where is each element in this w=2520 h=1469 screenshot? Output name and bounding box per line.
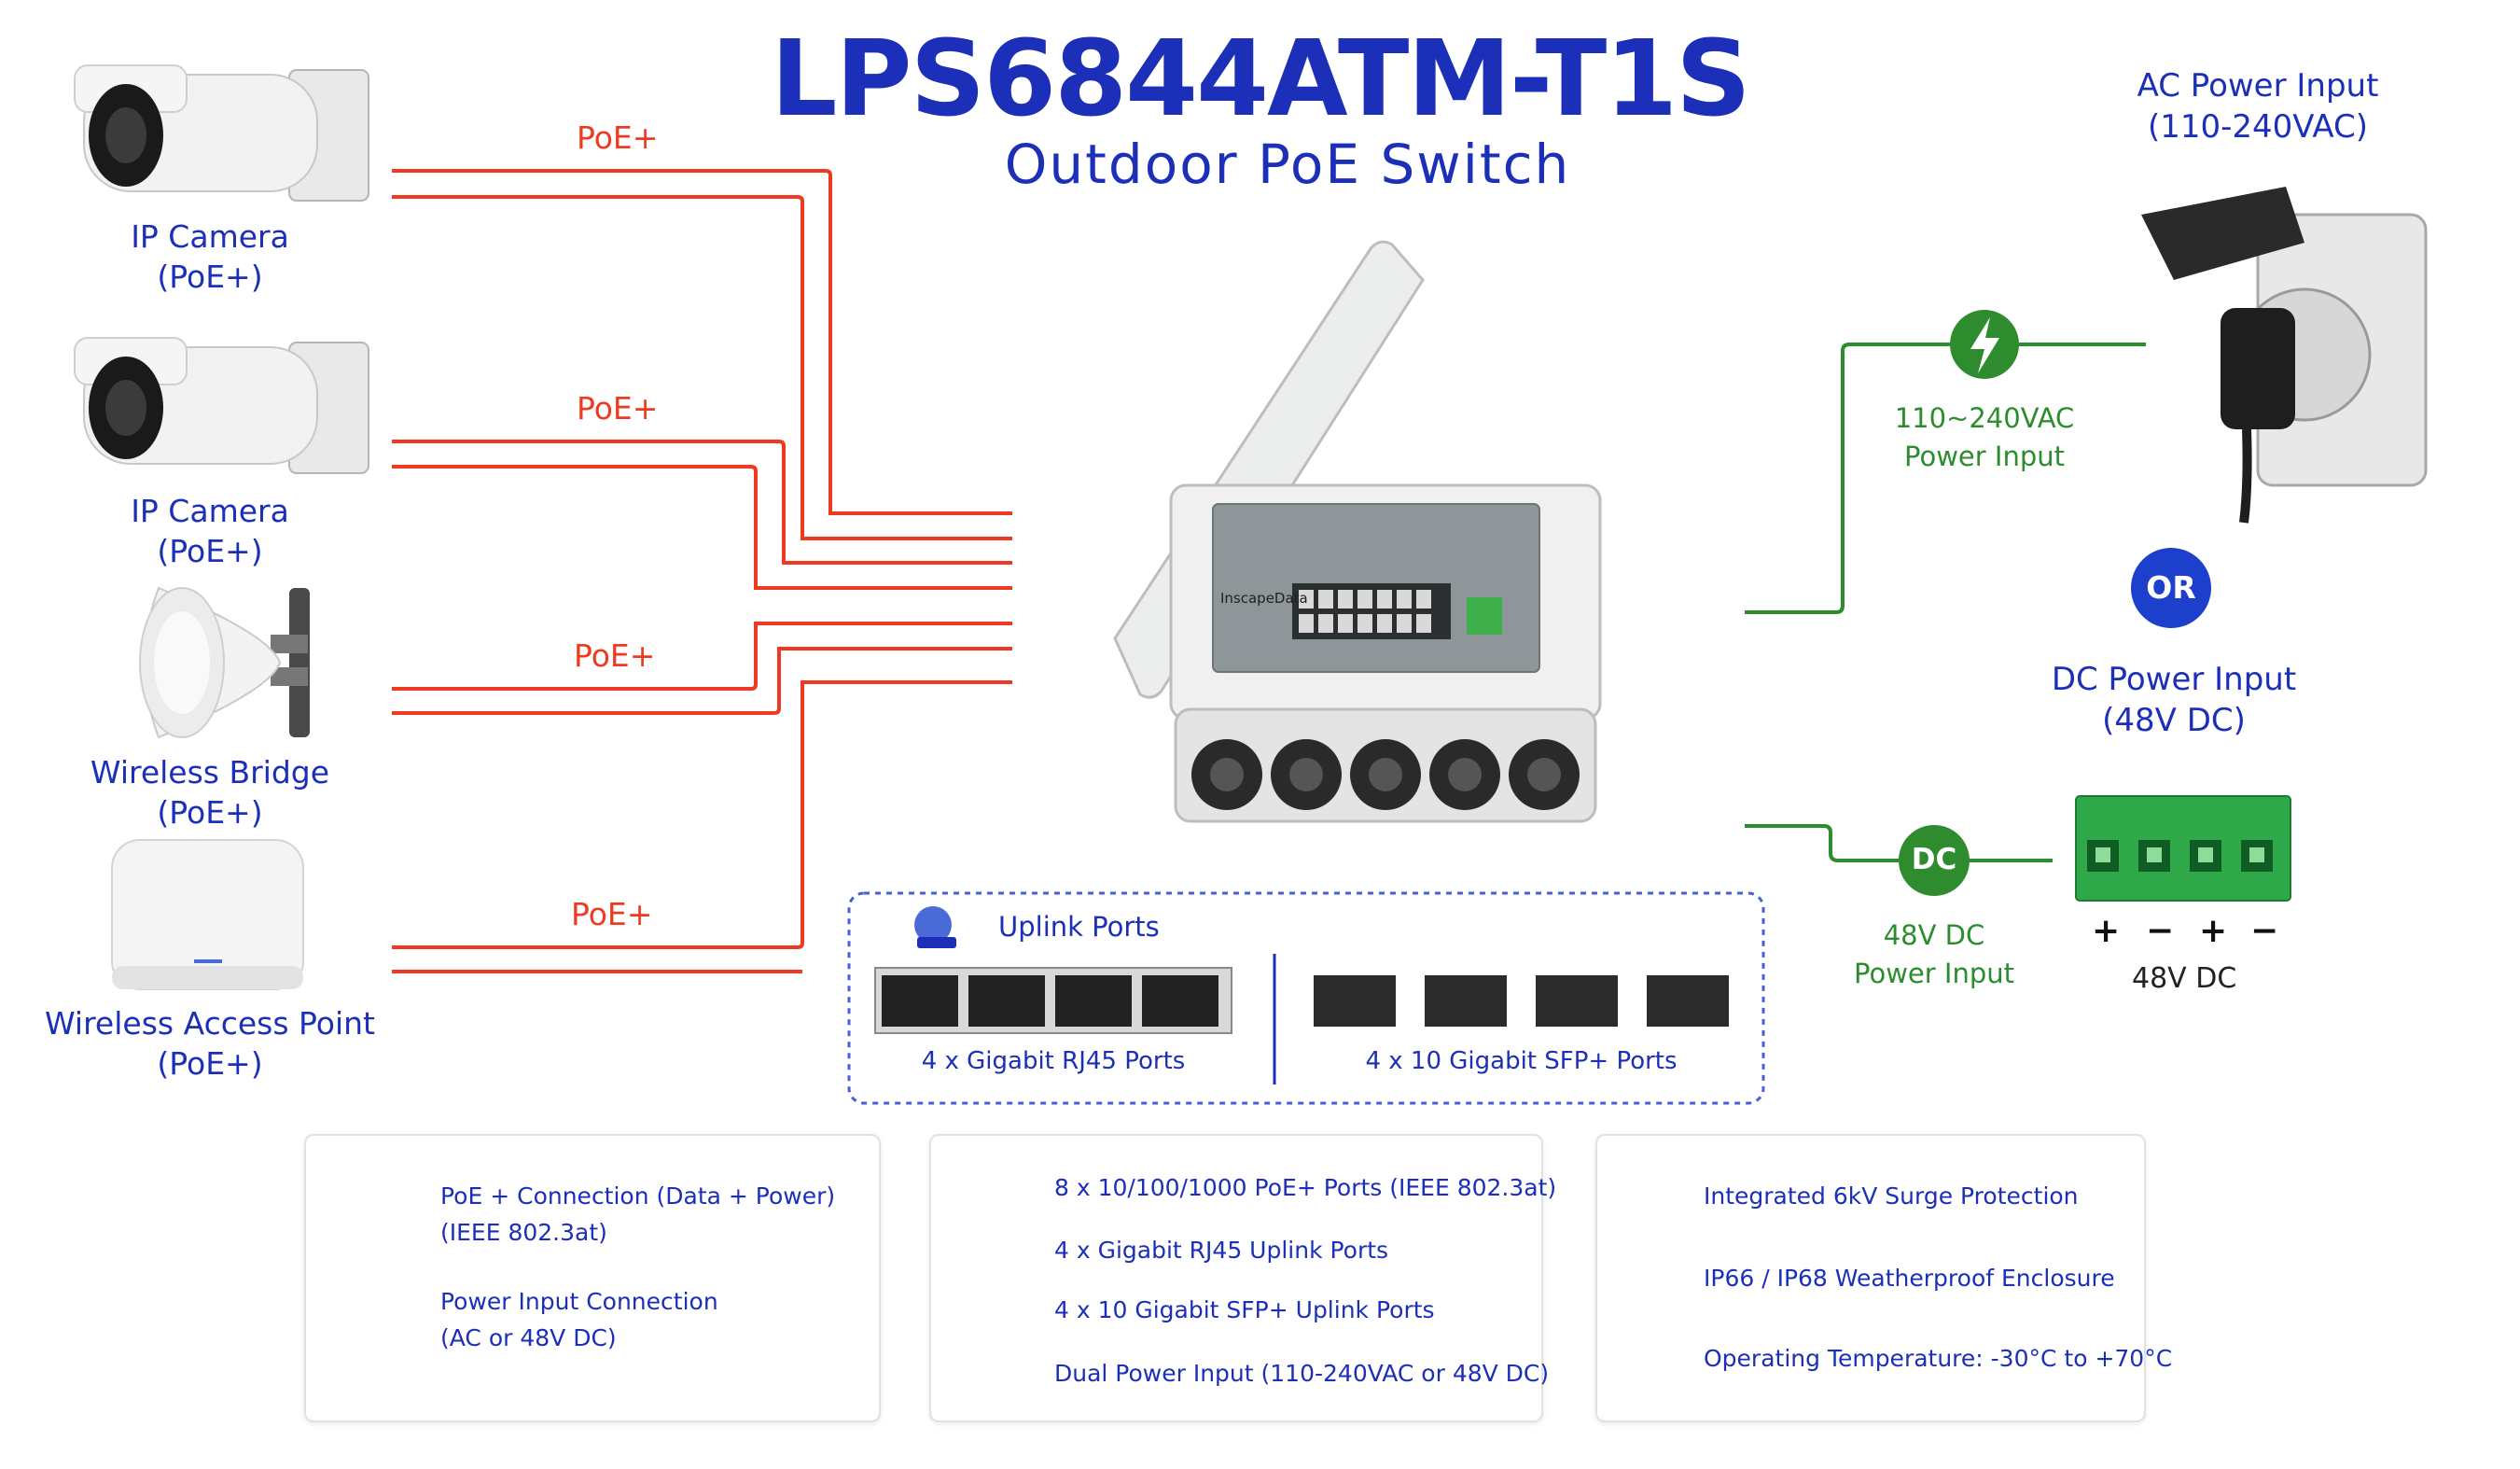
- rj45-ports-image: [874, 967, 1232, 1034]
- dc-power-label: 48V DC Power Input: [1822, 916, 2046, 993]
- ac-title-line2: (110-240VAC): [2147, 108, 2369, 146]
- poe-line: [392, 169, 1012, 515]
- polarity-mark: −: [2250, 912, 2279, 950]
- sfp-label: 4 x 10 Gigabit SFP+ Ports: [1365, 1047, 1678, 1075]
- terminal-block-image: [2075, 795, 2291, 902]
- switch-enclosure-image: [1113, 240, 1602, 823]
- device-sub: (PoE+): [157, 533, 263, 569]
- or-text: OR: [2146, 569, 2196, 606]
- ac-title-line1: AC Power Input: [2137, 67, 2379, 105]
- legend-box: [304, 1134, 881, 1422]
- dc-label-line2: Power Input: [1854, 958, 2014, 989]
- feature-item: 8 x 10/100/1000 PoE+ Ports (IEEE 802.3at…: [1054, 1174, 1557, 1201]
- access-point-icon: [111, 839, 304, 990]
- polarity-mark: +: [2199, 912, 2228, 950]
- protection-item: Operating Temperature: -30°C to +70°C: [1704, 1345, 2173, 1372]
- legend-power-line2: (AC or 48V DC): [440, 1324, 617, 1351]
- ac-power-line: [1745, 343, 2146, 614]
- terminal-label: 48V DC: [2132, 962, 2237, 995]
- device-sub: (PoE+): [157, 794, 263, 831]
- device-label: IP Camera (PoE+): [112, 491, 308, 571]
- feature-item: 4 x 10 Gigabit SFP+ Uplink Ports: [1054, 1296, 1435, 1323]
- dc-label-line1: 48V DC: [1883, 919, 1985, 951]
- features-box: [929, 1134, 1543, 1422]
- device-sub: (PoE+): [157, 259, 263, 295]
- dc-title-line1: DC Power Input: [2051, 661, 2297, 698]
- device-name: IP Camera: [131, 493, 289, 529]
- poe-link-label: PoE+: [571, 896, 653, 932]
- page-title: LPS6844ATM-T1S: [771, 19, 1751, 140]
- dc-power-title: DC Power Input (48V DC): [2025, 659, 2323, 741]
- globe-icon: [914, 906, 956, 948]
- poe-line: [392, 680, 1012, 949]
- page-subtitle: Outdoor PoE Switch: [1004, 133, 1571, 196]
- dc-power-line: [1745, 824, 2053, 862]
- lightning-icon: [1970, 317, 1999, 373]
- camera-icon: [74, 64, 369, 202]
- poe-link-label: PoE+: [577, 390, 659, 427]
- legend-power-text: Power Input Connection (AC or 48V DC): [440, 1283, 718, 1356]
- camera-icon: [74, 337, 369, 474]
- device-name: Wireless Access Point: [45, 1005, 375, 1042]
- feature-item: 4 x Gigabit RJ45 Uplink Ports: [1054, 1237, 1389, 1264]
- dc-badge-text: DC: [1911, 843, 1957, 876]
- uplink-title: Uplink Ports: [998, 911, 1160, 943]
- ac-label-line1: 110~240VAC: [1894, 402, 2075, 434]
- device-name: IP Camera: [131, 218, 289, 255]
- dc-title-line2: (48V DC): [2102, 702, 2246, 739]
- uplink-box: [847, 891, 1765, 1105]
- ac-power-title: AC Power Input (110-240VAC): [2081, 65, 2435, 147]
- device-label: IP Camera (PoE+): [112, 217, 308, 297]
- wireless-bridge-icon: [139, 586, 310, 739]
- device-name: Wireless Bridge: [90, 754, 330, 790]
- polarity-mark: +: [2092, 912, 2121, 950]
- protection-item: IP66 / IP68 Weatherproof Enclosure: [1704, 1265, 2115, 1292]
- ac-power-label: 110~240VAC Power Input: [1863, 399, 2106, 476]
- poe-line: [392, 195, 1012, 540]
- power-lines: [1745, 343, 2146, 862]
- device-label: Wireless Access Point (PoE+): [37, 1003, 383, 1084]
- poe-line: [392, 440, 1012, 565]
- polarity-mark: −: [2146, 912, 2175, 950]
- poe-link-label: PoE+: [577, 119, 659, 156]
- switch-brand: InscapeData: [1220, 590, 1308, 607]
- device-label: Wireless Bridge (PoE+): [75, 752, 345, 832]
- ac-outlet-image: [2141, 187, 2428, 524]
- legend-poe-line2: (IEEE 802.3at): [440, 1219, 607, 1246]
- legend-poe-line1: PoE + Connection (Data + Power): [440, 1182, 836, 1210]
- legend-power-line1: Power Input Connection: [440, 1288, 718, 1315]
- poe-link-label: PoE+: [574, 637, 656, 674]
- rj45-label: 4 x Gigabit RJ45 Ports: [921, 1047, 1186, 1075]
- dc-badge: [1899, 825, 1970, 896]
- poe-line: [392, 465, 1012, 590]
- legend-poe-text: PoE + Connection (Data + Power) (IEEE 80…: [440, 1178, 835, 1251]
- feature-item: Dual Power Input (110-240VAC or 48V DC): [1054, 1360, 1550, 1387]
- poe-lines: [392, 169, 1012, 973]
- protection-item: Integrated 6kV Surge Protection: [1704, 1182, 2079, 1210]
- poe-line: [392, 622, 1012, 691]
- protection-box: [1595, 1134, 2146, 1422]
- device-sub: (PoE+): [157, 1045, 263, 1082]
- poe-line: [392, 647, 1012, 715]
- sfp-ports-image: [1314, 975, 1729, 1027]
- ac-label-line2: Power Input: [1904, 441, 2065, 472]
- or-badge: [2131, 548, 2211, 628]
